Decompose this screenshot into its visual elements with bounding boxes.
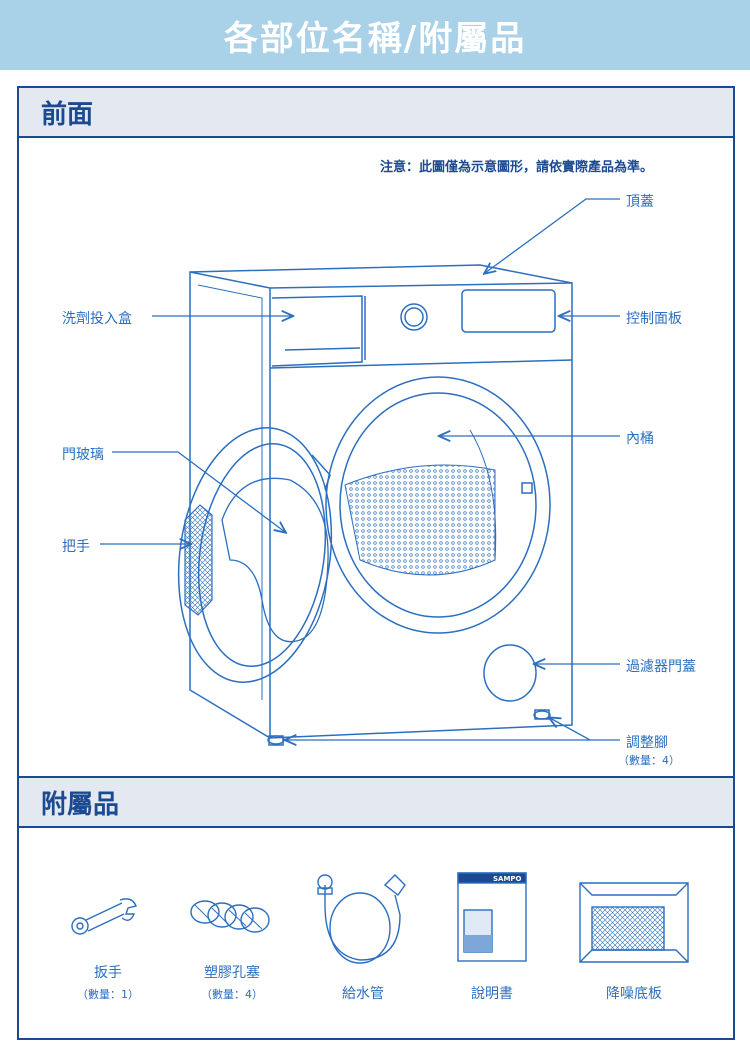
acc-name-hose: 給水管	[342, 986, 384, 1002]
manual-brand: SAMPO	[493, 875, 522, 883]
disclaimer-note: 注意：此圖僅為示意圖形，請依實際產品為準。	[380, 160, 654, 175]
front-panel: 前面	[17, 86, 735, 778]
water-hose-icon	[317, 874, 406, 964]
label-adjust-feet: 調整腳	[626, 735, 668, 751]
accessories-panel: 附屬品	[17, 776, 735, 1040]
label-filter-door: 過濾器門蓋	[626, 659, 696, 675]
label-handle: 把手	[62, 539, 90, 555]
label-door-glass: 門玻璃	[62, 447, 104, 463]
wrench-icon	[71, 898, 137, 935]
page-title: 各部位名稱/附屬品	[223, 18, 527, 59]
front-heading-bar: 前面	[19, 88, 733, 138]
acc-qty-wrench: （數量：1）	[77, 988, 139, 1001]
label-control-panel: 控制面板	[626, 311, 682, 327]
title-banner: 各部位名稱/附屬品	[0, 0, 750, 70]
noise-mat-icon	[579, 882, 689, 963]
label-inner-drum: 內桶	[626, 431, 654, 447]
acc-name-mat: 降噪底板	[606, 986, 662, 1002]
label-top-cover: 頂蓋	[626, 194, 654, 210]
acc-qty-plugs: （數量：4）	[201, 988, 263, 1001]
manual-icon	[457, 872, 527, 962]
accessories-heading: 附屬品	[41, 789, 120, 820]
label-adjust-feet-qty: （數量：4）	[618, 754, 680, 767]
acc-name-plugs: 塑膠孔塞	[204, 965, 260, 981]
front-heading: 前面	[41, 99, 94, 130]
acc-name-manual: 說明書	[471, 986, 513, 1002]
label-detergent-box: 洗劑投入盒	[62, 311, 132, 327]
plug-caps-icon	[190, 900, 270, 933]
accessories-heading-bar: 附屬品	[19, 778, 733, 828]
acc-name-wrench: 扳手	[94, 965, 122, 981]
